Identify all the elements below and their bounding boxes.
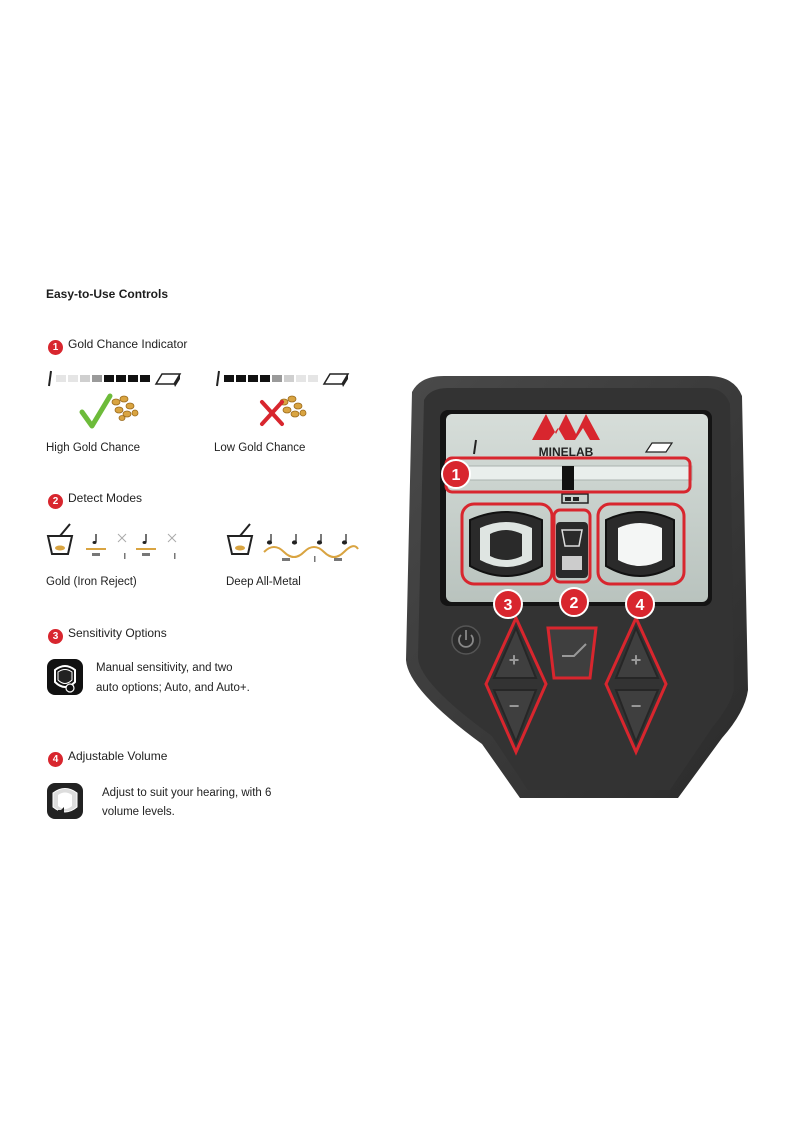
muted-note-icon xyxy=(117,533,177,543)
left-minus-label: − xyxy=(509,696,520,716)
callout-3: 3 xyxy=(493,589,523,619)
section-1-title: Gold Chance Indicator xyxy=(68,337,188,351)
mode-button xyxy=(546,626,598,680)
pan-icon xyxy=(46,523,74,555)
bar-segment xyxy=(80,375,90,382)
svg-text:4: 4 xyxy=(636,597,645,614)
bar-segment xyxy=(308,375,318,382)
music-note-icon xyxy=(92,534,147,544)
high-gold-chance-caption: High Gold Chance xyxy=(46,442,140,454)
bar-segment xyxy=(92,375,102,382)
volume-description-line1: Adjust to suit your hearing, with 6 xyxy=(102,787,272,799)
callout-2: 2 xyxy=(559,587,589,617)
bar-segment xyxy=(236,375,246,382)
section-1-badge: 1 xyxy=(48,340,63,355)
low-gold-chance-caption: Low Gold Chance xyxy=(214,442,306,454)
probe-icon xyxy=(48,370,52,387)
section-3-title: Sensitivity Options xyxy=(68,626,167,640)
detector-control-panel: MINELAB + − + − xyxy=(406,376,748,798)
gold-iron-reject-caption: Gold (Iron Reject) xyxy=(46,576,137,588)
gold-nuggets-icon xyxy=(55,545,65,551)
deep-all-metal-graphic xyxy=(226,523,359,562)
volume-icon xyxy=(47,783,83,819)
section-4-title: Adjustable Volume xyxy=(68,749,168,763)
probe-icon xyxy=(216,370,220,387)
section-4-badge: 4 xyxy=(48,752,63,767)
probe-icon xyxy=(473,439,477,455)
callout-1: 1 xyxy=(441,459,471,489)
sensitivity-description-line1: Manual sensitivity, and two xyxy=(96,662,233,674)
cross-icon xyxy=(260,400,284,426)
bar-segment xyxy=(140,375,150,382)
sensitivity-description-line2: auto options; Auto, and Auto+. xyxy=(96,682,250,694)
right-minus-label: − xyxy=(631,696,642,716)
minelab-logo: MINELAB xyxy=(532,414,600,459)
high-gold-chance-graphic xyxy=(48,370,182,429)
gold-iron-reject-graphic xyxy=(46,523,177,559)
brand-label: MINELAB xyxy=(539,445,594,459)
power-icon xyxy=(451,625,481,655)
svg-text:1: 1 xyxy=(452,467,461,484)
left-plus-label: + xyxy=(509,650,520,670)
svg-text:2: 2 xyxy=(570,595,579,612)
bar-segment xyxy=(260,375,270,382)
pan-icon xyxy=(226,523,254,555)
bar-segment xyxy=(128,375,138,382)
right-button-cluster: + − xyxy=(604,614,668,756)
gold-bar-icon xyxy=(644,442,674,453)
deep-all-metal-caption: Deep All-Metal xyxy=(226,576,301,588)
bar-segment xyxy=(104,375,114,382)
check-icon xyxy=(79,393,113,429)
low-gold-chance-graphic xyxy=(216,370,350,426)
gold-nuggets-icon xyxy=(111,395,139,421)
bar-segment xyxy=(296,375,306,382)
bar-segment xyxy=(56,375,66,382)
svg-text:3: 3 xyxy=(504,597,513,614)
sensitivity-icon xyxy=(47,659,83,695)
right-plus-label: + xyxy=(631,650,642,670)
gold-bar-icon xyxy=(154,373,182,387)
gold-bar-icon xyxy=(322,373,350,387)
gold-nuggets-icon xyxy=(279,395,307,418)
left-button-cluster: + − xyxy=(484,614,548,756)
section-2-badge: 2 xyxy=(48,494,63,509)
volume-description-line2: volume levels. xyxy=(102,806,175,818)
callout-4: 4 xyxy=(625,589,655,619)
section-2-title: Detect Modes xyxy=(68,491,143,505)
bar-segment xyxy=(224,375,234,382)
bar-segment xyxy=(68,375,78,382)
music-note-icon xyxy=(266,534,348,545)
bar-segment xyxy=(284,375,294,382)
page-title: Easy-to-Use Controls xyxy=(46,287,169,301)
bar-segment xyxy=(116,375,126,382)
gold-nuggets-icon xyxy=(235,545,245,551)
bar-segment xyxy=(272,375,282,382)
section-3-badge: 3 xyxy=(48,629,63,644)
bar-segment xyxy=(248,375,258,382)
